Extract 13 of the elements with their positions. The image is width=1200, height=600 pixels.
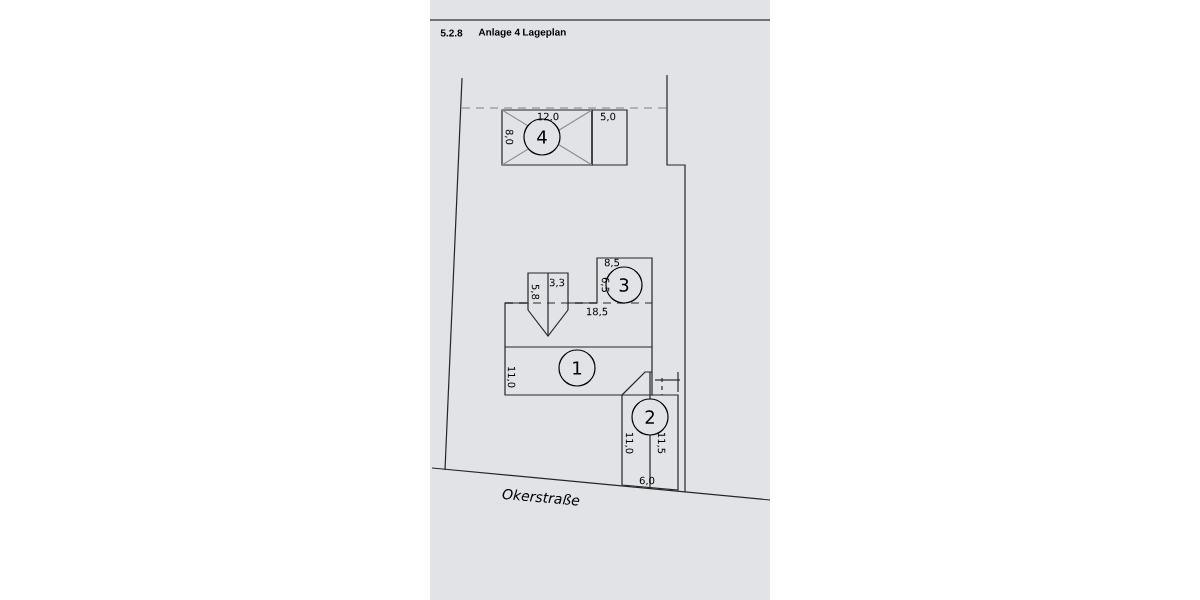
dimension-label: 6,0 [639,476,655,486]
heading-text: 5.2.8 [440,29,463,37]
heading-text: Anlage 4 [478,28,521,38]
dimension-label: 3,3 [549,278,565,288]
dimension-label: 18,5 [586,307,608,317]
dimension-label: 5,0 [600,112,616,122]
dimension-label: 8,0 [504,129,514,145]
dimension-label: 11,0 [624,432,634,454]
dimension-label: 5,8 [530,284,540,300]
dimension-label: 11,0 [506,366,516,388]
street-name: Okerstraße [502,489,580,506]
dimension-label: 8,5 [604,258,620,268]
heading-text: Lageplan [523,28,566,38]
